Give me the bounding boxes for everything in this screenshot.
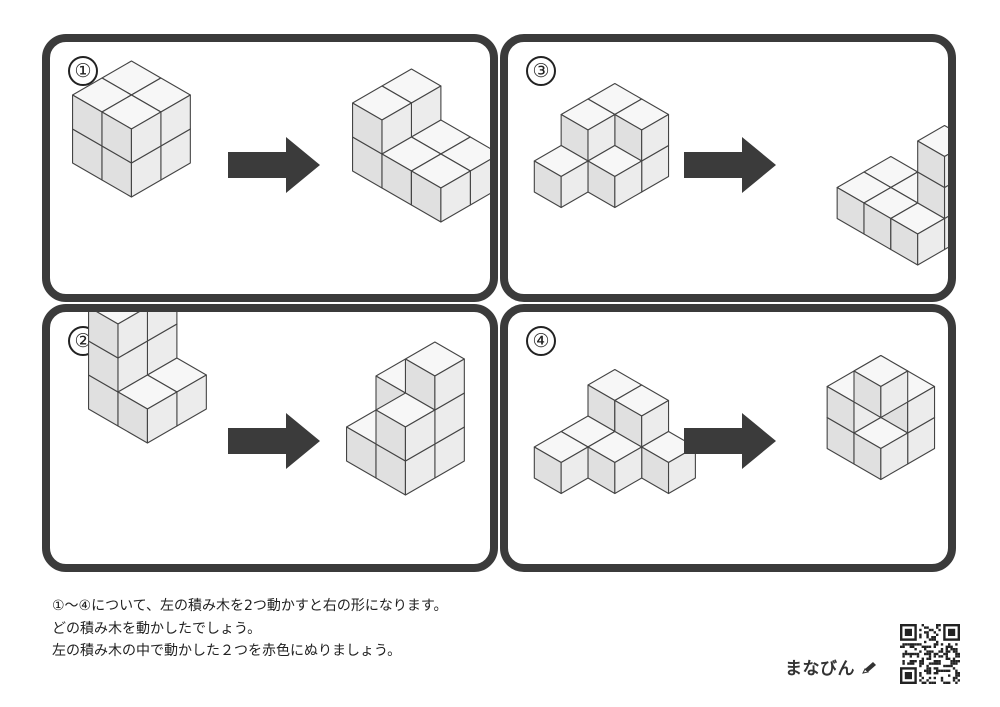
- cube-block: [404, 341, 465, 411]
- cube-face: [130, 111, 162, 164]
- cube-block: [88, 312, 148, 359]
- instruction-line: どの積み木を動かしたでしょう。: [52, 620, 262, 637]
- before-blocks: [88, 312, 207, 444]
- brand-logo: まなびん: [785, 654, 877, 679]
- puzzle-panel-4: ④: [500, 304, 956, 572]
- cube-face: [880, 370, 909, 419]
- cube-face: [404, 409, 436, 462]
- cube-face: [907, 385, 936, 434]
- cube-face: [943, 184, 948, 220]
- cube-face: [560, 160, 589, 209]
- cube-block: [587, 144, 643, 209]
- after-blocks: [826, 354, 936, 481]
- cube-block: [614, 98, 670, 162]
- after-blocks: [346, 341, 465, 496]
- puzzle-panel-2: ②: [42, 304, 498, 572]
- cube-block: [533, 144, 589, 209]
- panel-drawing: [72, 60, 490, 223]
- cube-block: [101, 94, 162, 164]
- cube-face: [440, 170, 471, 223]
- arrow-icon: [684, 413, 776, 469]
- instructions: ①〜④について、左の積み木を2つ動かすと右の形になります。 どの積み木を動かした…: [52, 595, 448, 663]
- cube-block: [917, 124, 948, 189]
- cube-face: [614, 446, 643, 495]
- after-blocks: [352, 68, 490, 223]
- cube-block: [117, 374, 178, 444]
- cube-face: [560, 446, 589, 495]
- cube-face: [880, 432, 909, 481]
- cube-block: [533, 430, 589, 495]
- cube-face: [614, 160, 643, 209]
- puzzle-panel-3: ③: [500, 34, 956, 302]
- cube-block: [410, 153, 471, 223]
- pencil-icon: [862, 662, 877, 674]
- panel-drawing: [533, 354, 936, 495]
- cube-face: [917, 217, 946, 266]
- cube-block: [587, 430, 643, 495]
- arrow-icon: [684, 137, 776, 193]
- qr-code-icon: [900, 624, 960, 684]
- puzzle-panel-1: ①: [42, 34, 498, 302]
- before-blocks: [72, 60, 191, 198]
- cube-block: [890, 202, 946, 266]
- cube-face: [943, 153, 948, 189]
- arrow-icon: [228, 137, 320, 193]
- cube-block: [375, 392, 436, 462]
- panel-drawing: [88, 312, 465, 496]
- panel-drawing: [533, 82, 948, 266]
- after-blocks: [836, 124, 948, 266]
- brand-name: まなびん: [785, 659, 855, 679]
- cube-block: [853, 354, 909, 419]
- cube-block: [352, 85, 412, 155]
- instruction-line: ①〜④について、左の積み木を2つ動かすと右の形になります。: [52, 598, 448, 614]
- panel-number: ③: [526, 56, 556, 86]
- cube-block: [853, 416, 909, 481]
- cube-face: [117, 312, 148, 359]
- cube-face: [641, 113, 670, 162]
- cube-face: [146, 391, 178, 444]
- before-blocks: [533, 368, 696, 495]
- panel-number: ④: [526, 326, 556, 356]
- panel-number: ①: [68, 56, 98, 86]
- arrow-icon: [228, 413, 320, 469]
- before-blocks: [533, 82, 670, 209]
- cube-face: [434, 358, 465, 411]
- instruction-line: 左の積み木の中で動かした２つを赤色にぬりましょう。: [52, 643, 402, 659]
